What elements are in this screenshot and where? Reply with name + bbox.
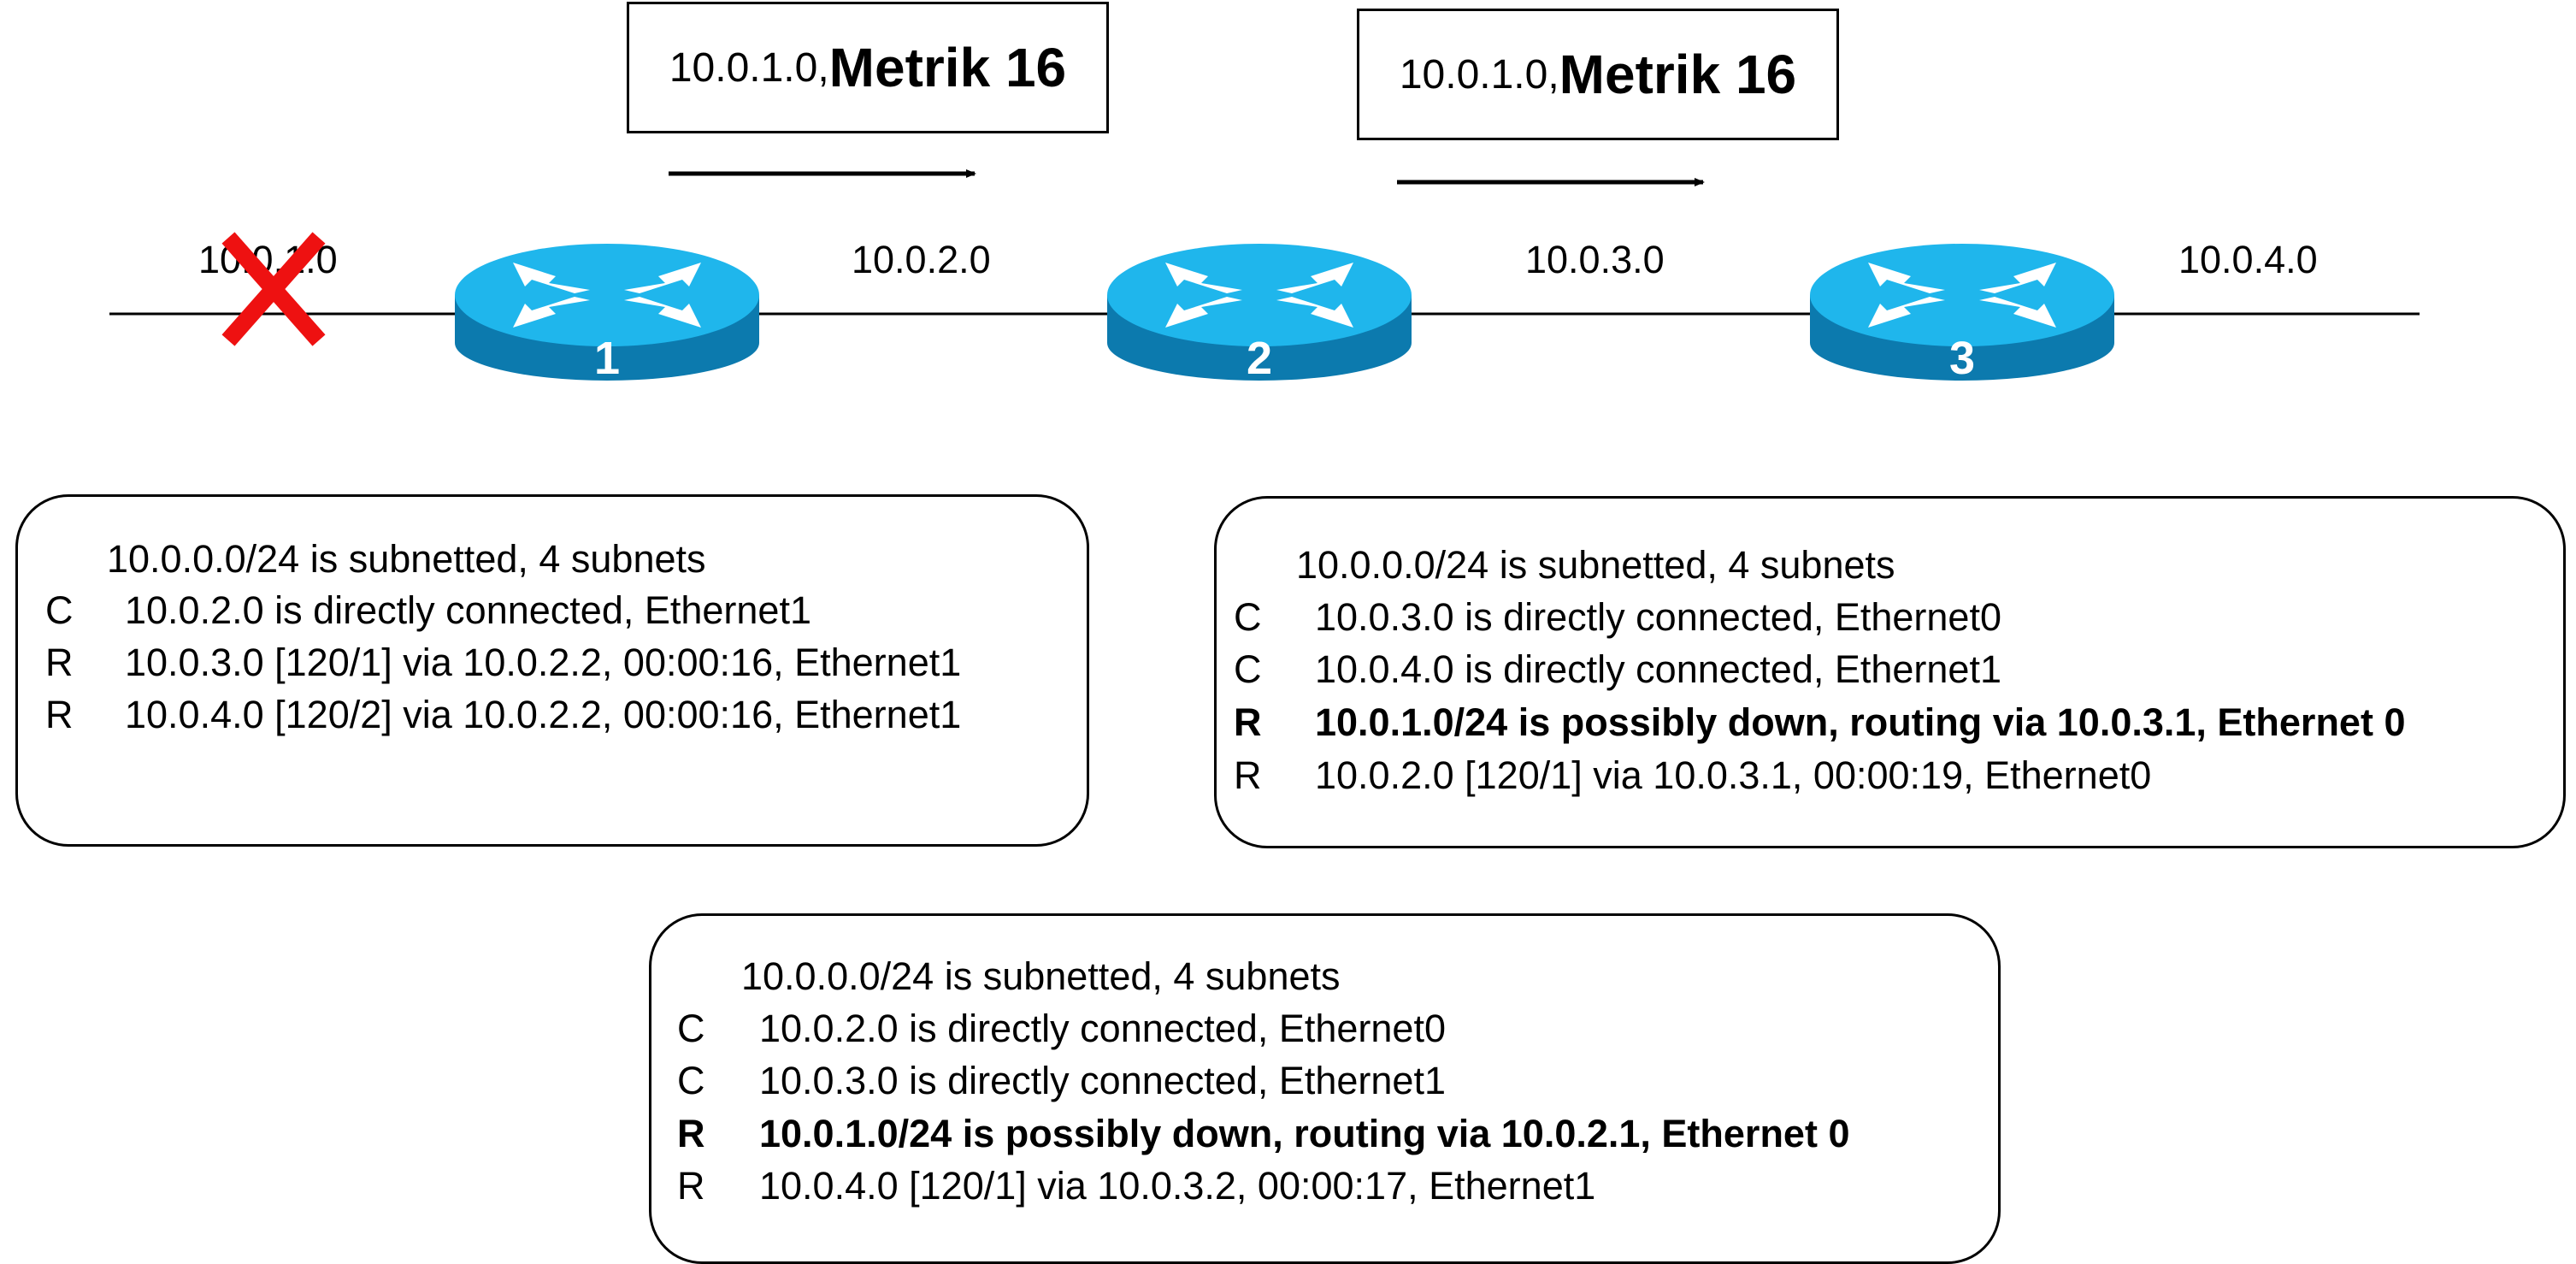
route-code: R — [45, 641, 74, 684]
network-diagram: 1 2 3 — [109, 169, 2420, 384]
routing-table-header: 10.0.0.0/24 is subnetted, 4 subnets — [107, 537, 706, 581]
route-entry: 10.0.3.0 is directly connected, Ethernet… — [759, 1059, 1446, 1102]
route-entry: 10.0.1.0/24 is possibly down, routing vi… — [1315, 700, 2406, 744]
router-3-label: 3 — [1949, 333, 1975, 384]
update-network: 10.0.1.0, — [669, 44, 829, 91]
network-label-10-0-3-0: 10.0.3.0 — [1525, 238, 1665, 281]
route-entry: 10.0.4.0 [120/2] via 10.0.2.2, 00:00:16,… — [125, 693, 962, 736]
route-entry: 10.0.1.0/24 is possibly down, routing vi… — [759, 1112, 1850, 1155]
update-box-1: 10.0.1.0, Metrik 16 — [627, 2, 1109, 133]
route-entry: 10.0.4.0 is directly connected, Ethernet… — [1315, 647, 2001, 691]
router-2-icon — [1107, 244, 1412, 381]
routing-table-router-3: 10.0.0.0/24 is subnetted, 4 subnets C 10… — [1214, 496, 2566, 848]
network-label-10-0-2-0: 10.0.2.0 — [852, 238, 991, 281]
route-code: C — [45, 588, 74, 632]
update-box-2: 10.0.1.0, Metrik 16 — [1357, 9, 1839, 140]
router-1-icon — [455, 244, 759, 381]
route-code: C — [1234, 647, 1262, 691]
router-2-label: 2 — [1247, 333, 1272, 384]
update-metric: Metrik 16 — [828, 37, 1067, 98]
route-entry: 10.0.4.0 [120/1] via 10.0.3.2, 00:00:17,… — [759, 1164, 1596, 1208]
route-entry: 10.0.2.0 is directly connected, Ethernet… — [759, 1007, 1446, 1050]
routing-table-router-2: 10.0.0.0/24 is subnetted, 4 subnets C 10… — [649, 913, 2001, 1264]
update-metric: Metrik 16 — [1559, 44, 1797, 105]
route-entry: 10.0.2.0 [120/1] via 10.0.3.1, 00:00:19,… — [1315, 753, 2152, 797]
routing-table-router-1: 10.0.0.0/24 is subnetted, 4 subnets C 10… — [15, 494, 1089, 847]
route-code: R — [1234, 700, 1262, 744]
link-down-x-icon — [221, 232, 326, 346]
router-1-label: 1 — [594, 333, 620, 384]
route-entry: 10.0.3.0 is directly connected, Ethernet… — [1315, 595, 2001, 639]
router-3-icon — [1810, 244, 2114, 381]
route-code: R — [677, 1112, 705, 1155]
routing-table-header: 10.0.0.0/24 is subnetted, 4 subnets — [741, 954, 1341, 998]
route-code: R — [45, 693, 74, 736]
route-code: R — [677, 1164, 705, 1208]
route-code: R — [1234, 753, 1262, 797]
update-network: 10.0.1.0, — [1399, 51, 1559, 97]
route-code: C — [1234, 595, 1262, 639]
route-entry: 10.0.2.0 is directly connected, Ethernet… — [125, 588, 811, 632]
routing-table-header: 10.0.0.0/24 is subnetted, 4 subnets — [1296, 543, 1895, 587]
route-code: C — [677, 1059, 705, 1102]
route-entry: 10.0.3.0 [120/1] via 10.0.2.2, 00:00:16,… — [125, 641, 962, 684]
route-code: C — [677, 1007, 705, 1050]
network-label-10-0-4-0: 10.0.4.0 — [2178, 238, 2318, 281]
